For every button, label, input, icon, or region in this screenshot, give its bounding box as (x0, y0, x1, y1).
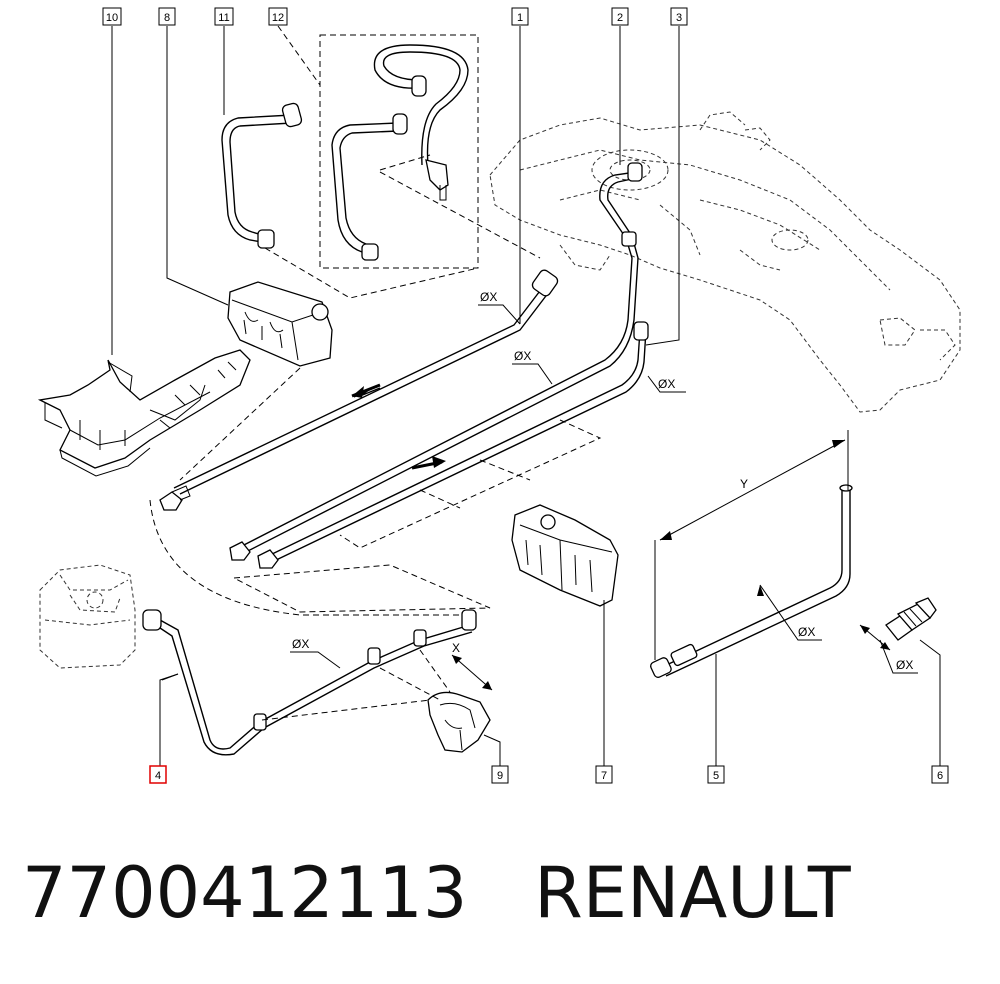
part-caption: 7700412113 RENAULT (22, 852, 851, 934)
length-dimension-y: Y (654, 430, 849, 660)
diameter-label: ØX (798, 625, 815, 639)
diameter-label: ØX (480, 290, 497, 304)
engine-block-outline (39, 564, 136, 669)
pipe-1 (159, 269, 559, 511)
svg-text:11: 11 (218, 12, 229, 24)
svg-text:10: 10 (106, 12, 118, 24)
callout-3: 3 (670, 7, 688, 26)
pipe-kit-12-group (277, 25, 479, 269)
bracket-10 (37, 349, 251, 477)
diameter-dimension-pipe-4: ØX (290, 637, 341, 669)
diameter-dimension-pipe-5: ØX (757, 584, 822, 641)
connector-6: ØX (859, 597, 937, 674)
length-x-label: X (452, 641, 460, 655)
pipe-2 (229, 162, 643, 561)
svg-text:9: 9 (497, 770, 503, 782)
diameter-dimension-pipe-3: ØX (647, 375, 686, 393)
pipe-5 (650, 484, 853, 678)
svg-text:4: 4 (155, 770, 161, 782)
svg-text:6: 6 (937, 770, 943, 782)
callout-1: 1 (511, 7, 529, 26)
callout-4: 4 (149, 765, 167, 784)
svg-text:2: 2 (617, 12, 623, 24)
callout-7: 7 (595, 765, 613, 784)
svg-text:1: 1 (517, 12, 523, 24)
pipe-3 (257, 321, 649, 569)
svg-text:7: 7 (601, 770, 607, 782)
fuel-pipe-exploded-diagram: ØX ØX ØX ØX (37, 7, 961, 784)
pipe-11 (221, 102, 303, 249)
diameter-dimension-pipe-1: ØX (478, 290, 521, 325)
pipe-4 (142, 609, 477, 756)
callout-10: 10 (102, 7, 122, 26)
diameter-label: ØX (292, 637, 309, 651)
length-y-label: Y (740, 477, 748, 491)
brand-name: RENAULT (534, 852, 851, 934)
diameter-label: ØX (514, 349, 531, 363)
callout-8: 8 (158, 7, 176, 26)
callout-12: 12 (268, 7, 288, 26)
callout-9: 9 (491, 765, 509, 784)
part-number: 7700412113 (22, 852, 468, 934)
svg-text:8: 8 (164, 12, 170, 24)
diameter-label: ØX (658, 377, 675, 391)
length-dimension-x: X (451, 641, 493, 691)
fuel-tank-outline (489, 111, 961, 413)
callout-5: 5 (707, 765, 725, 784)
clip-7 (511, 504, 619, 607)
clip-9 (427, 691, 491, 753)
svg-text:12: 12 (272, 12, 284, 24)
callout-11: 11 (214, 7, 234, 26)
callout-2: 2 (611, 7, 629, 26)
callout-6: 6 (931, 765, 949, 784)
clip-8 (227, 281, 333, 367)
diameter-dimension-pipe-2: ØX (512, 349, 553, 385)
pipe-12 (331, 44, 469, 261)
diameter-label: ØX (896, 658, 913, 672)
svg-text:3: 3 (676, 12, 682, 24)
svg-text:5: 5 (713, 770, 719, 782)
